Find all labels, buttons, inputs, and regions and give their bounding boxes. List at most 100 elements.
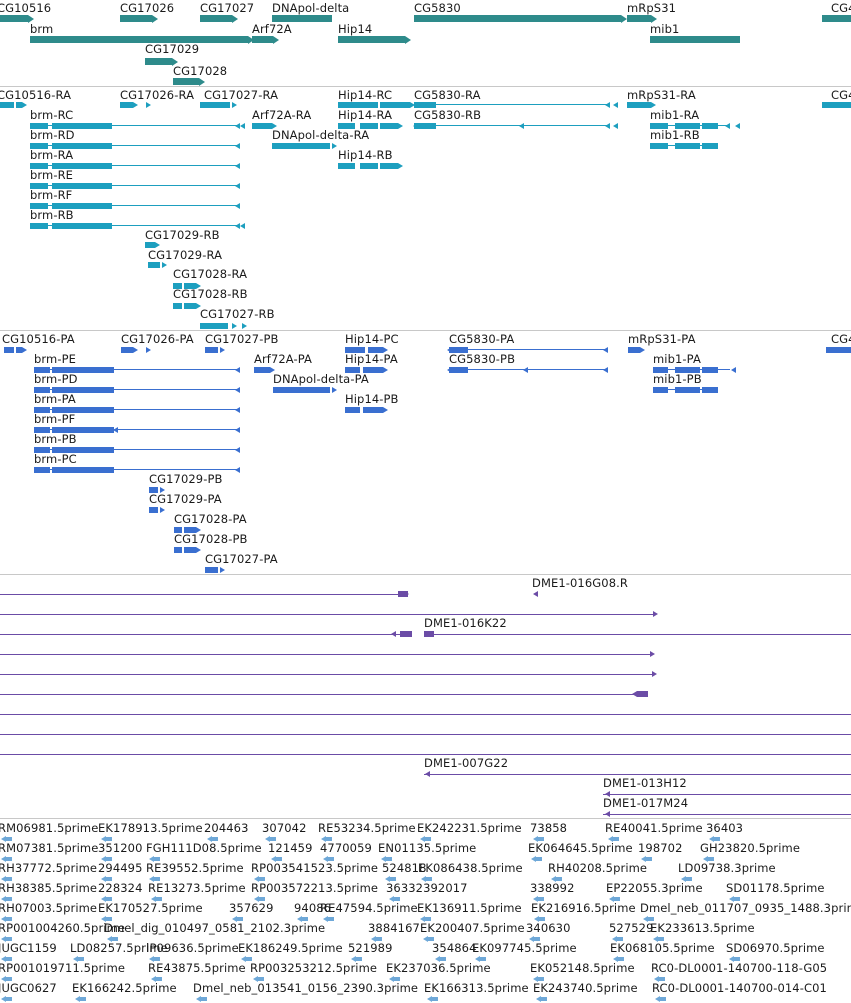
est-mark[interactable] [259, 897, 265, 901]
intron-line[interactable] [30, 125, 240, 126]
exon-block[interactable] [34, 427, 50, 433]
exon-block[interactable] [650, 36, 740, 43]
est-mark[interactable] [613, 837, 619, 841]
exon-block[interactable] [34, 447, 50, 453]
exon-block[interactable] [338, 36, 405, 43]
intron-line[interactable] [0, 674, 652, 675]
exon-block[interactable] [149, 487, 158, 493]
exon-block[interactable] [200, 102, 230, 108]
exon-block[interactable] [424, 631, 434, 637]
exon-block[interactable] [34, 467, 50, 473]
exon-block[interactable] [200, 15, 232, 22]
exon-block[interactable] [0, 15, 28, 22]
exon-block[interactable] [184, 303, 196, 309]
intron-line[interactable] [0, 714, 851, 715]
exon-block[interactable] [148, 262, 160, 268]
exon-block[interactable] [30, 143, 48, 149]
exon-block[interactable] [414, 15, 621, 22]
est-mark[interactable] [658, 937, 664, 941]
est-mark[interactable] [556, 877, 562, 881]
exon-block[interactable] [345, 347, 365, 353]
exon-block[interactable] [184, 547, 196, 553]
est-mark[interactable] [538, 837, 544, 841]
est-mark[interactable] [6, 977, 12, 981]
exon-block[interactable] [360, 123, 378, 129]
est-mark[interactable] [428, 937, 434, 941]
intron-line[interactable] [34, 449, 240, 450]
exon-block[interactable] [120, 15, 152, 22]
exon-block[interactable] [173, 303, 182, 309]
est-mark[interactable] [201, 997, 207, 1001]
est-mark[interactable] [328, 857, 334, 861]
exon-block[interactable] [449, 347, 468, 353]
est-mark[interactable] [425, 917, 431, 921]
est-mark[interactable] [617, 937, 623, 941]
est-mark[interactable] [538, 897, 544, 901]
exon-block[interactable] [702, 387, 718, 393]
est-mark[interactable] [480, 957, 486, 961]
est-mark[interactable] [618, 957, 624, 961]
intron-line[interactable] [424, 774, 851, 775]
exon-block[interactable] [272, 143, 330, 149]
exon-block[interactable] [380, 123, 398, 129]
exon-block[interactable] [30, 123, 48, 129]
exon-block[interactable] [52, 223, 112, 229]
est-mark[interactable] [734, 897, 740, 901]
est-mark[interactable] [78, 957, 84, 961]
exon-block[interactable] [702, 143, 718, 149]
exon-block[interactable] [822, 102, 851, 108]
intron-line[interactable] [30, 145, 240, 146]
exon-block[interactable] [338, 123, 355, 129]
intron-line[interactable] [0, 734, 851, 735]
exon-block[interactable] [627, 102, 651, 108]
est-mark[interactable] [106, 857, 112, 861]
exon-block[interactable] [675, 143, 700, 149]
est-mark[interactable] [154, 957, 160, 961]
exon-block[interactable] [52, 183, 112, 189]
exon-block[interactable] [52, 143, 112, 149]
intron-line[interactable] [0, 594, 400, 595]
est-mark[interactable] [326, 837, 332, 841]
exon-block[interactable] [252, 36, 273, 43]
est-mark[interactable] [440, 957, 446, 961]
exon-block[interactable] [52, 467, 114, 473]
est-mark[interactable] [6, 937, 12, 941]
intron-line[interactable] [34, 409, 240, 410]
exon-block[interactable] [254, 367, 270, 373]
est-mark[interactable] [106, 917, 112, 921]
est-mark[interactable] [541, 997, 547, 1001]
est-mark[interactable] [536, 857, 542, 861]
exon-block[interactable] [34, 367, 50, 373]
exon-block[interactable] [174, 547, 182, 553]
exon-block[interactable] [30, 203, 48, 209]
est-mark[interactable] [425, 837, 431, 841]
exon-block[interactable] [173, 283, 182, 289]
exon-block[interactable] [120, 102, 133, 108]
est-mark[interactable] [646, 857, 652, 861]
est-mark[interactable] [106, 837, 112, 841]
exon-block[interactable] [675, 123, 700, 129]
exon-block[interactable] [380, 163, 398, 169]
exon-block[interactable] [52, 163, 112, 169]
exon-block[interactable] [16, 347, 22, 353]
est-mark[interactable] [538, 977, 544, 981]
exon-block[interactable] [205, 567, 218, 573]
intron-line[interactable] [30, 185, 240, 186]
exon-block[interactable] [345, 367, 360, 373]
intron-line[interactable] [34, 389, 240, 390]
exon-block[interactable] [368, 347, 383, 353]
est-mark[interactable] [276, 857, 282, 861]
intron-line[interactable] [414, 125, 610, 126]
est-mark[interactable] [6, 857, 12, 861]
est-mark[interactable] [614, 897, 620, 901]
exon-block[interactable] [174, 527, 182, 533]
intron-line[interactable] [0, 694, 640, 695]
exon-block[interactable] [149, 507, 158, 513]
exon-block[interactable] [0, 102, 14, 108]
exon-block[interactable] [822, 15, 851, 22]
est-mark[interactable] [714, 837, 720, 841]
est-mark[interactable] [6, 917, 12, 921]
est-mark[interactable] [270, 837, 276, 841]
exon-block[interactable] [380, 102, 410, 108]
